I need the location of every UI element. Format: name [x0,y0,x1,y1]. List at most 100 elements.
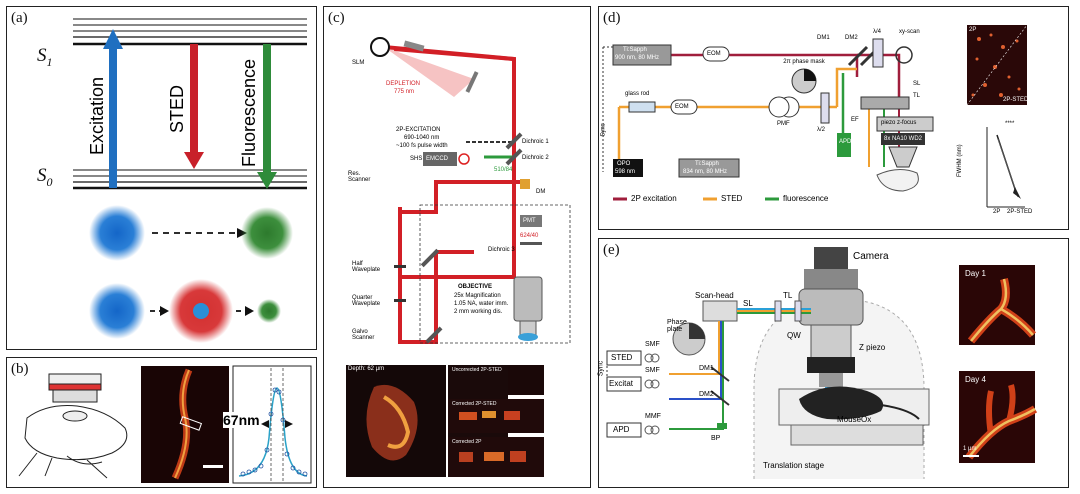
dichroic1-label: Dichroic 1 [522,139,549,145]
excitation-label: Excitat [609,379,634,388]
sync-label: Sync [600,123,607,137]
panel-a: (a) S1 S0 Excitation STED Fluorescence [6,6,317,350]
pmt-box [520,215,542,227]
bp-label: BP [711,435,721,442]
x-label-2psted: 2P-STED [1007,209,1033,215]
mmf-label: MMF [645,413,661,420]
quarter-waveplate-label: Quarter Waveplate [352,295,381,307]
filter-624: 624/40 [520,233,539,239]
dm1-label: DM1 [817,35,830,41]
significance: **** [1005,121,1015,127]
qw-label: QW [787,331,801,340]
legend-sted: STED [721,194,743,203]
camera-box [814,247,848,269]
apd-label: APD [613,425,630,434]
scan-head-label: Scan-head [695,291,734,300]
panel-e: (e) Camera Scan-head SL TL Phase plate Q… [597,238,1069,488]
smf2-label: SMF [645,367,660,374]
sync-label: Sync [597,360,605,377]
shs-label: SHS [410,156,423,162]
objective-wd: 2 mm working dis. [454,309,503,315]
tl-label: TL [783,291,793,300]
panel-label: (e) [603,242,620,258]
objective-icon [513,276,543,322]
panel-b: (b) 67nm [6,357,317,488]
dichroic3-label: Dichroic 3 [488,247,515,253]
pulse-width: ~100 fs pulse width [396,143,448,149]
objective-na: 1.05 NA, water imm. [454,301,509,307]
depletion-label: DEPLETION [386,81,421,87]
apd-box [606,422,642,438]
panel-d-figure [602,24,1028,223]
mouse-label: MouseOx [837,415,872,424]
laser2-line1: Ti:Sapph [695,161,719,167]
res-scanner-label: Res. Scanner [348,171,371,183]
legend-fluorescence: fluorescence [783,194,829,203]
translation-stage-label: Translation stage [763,461,825,470]
apd-box [837,133,851,157]
lambda2-label: λ/2 [817,127,826,133]
depth-label: Depth: 62 µm [348,366,385,372]
uncorrected-label: Uncorrected 2P-STED [452,367,502,373]
dm2-label: DM2 [845,35,858,41]
excitation-spot-2 [89,283,145,339]
objective-mag: 25x Magnification [454,293,501,299]
beam-path [617,53,901,167]
panel-a-figure [73,18,307,343]
fwhm-axis-label: FWHM (nm) [957,144,963,177]
dichroic2-label: Dichroic 2 [522,155,549,161]
ef-label: EF [851,117,859,123]
objective-label: 8x NA10 WD2 [884,136,923,142]
depletion-wl: 775 nm [394,89,415,95]
opo-line1: OPO [617,161,631,167]
objective-box [881,133,925,145]
piezo-box [876,116,934,132]
day1-image [959,265,1035,345]
panel-label: (a) [11,10,28,26]
sl-label: SL [743,299,753,308]
day4-label: Day 4 [965,375,986,384]
s1-label: S1 [37,45,53,69]
fluorescence-arrow [257,44,277,189]
glass-rod [628,101,656,113]
eom2-label: EOM [675,104,689,110]
panel-c: (c) SLM DEPLETION 775 nm 2P-EXCITATION 6… [323,6,591,488]
corrected-label: Corrected 2P-STED [452,401,497,407]
lambda4-label: λ/4 [873,29,882,35]
excitation-2p-label: 2P-EXCITATION [396,127,441,133]
laser1-box [612,44,672,66]
pmt-label: PMT [523,218,536,224]
laser1-line1: Ti:Sapph [623,47,647,53]
panel-e-figure [606,247,1038,479]
xyscan-label: xy-scan [899,29,920,35]
apd-label: APD [839,139,852,145]
x-label-2p: 2P [993,209,1001,215]
panel-label: (d) [603,10,621,26]
panel-b-figure [18,365,312,484]
laser2-box [678,158,740,178]
slm-label: SLM [352,60,365,66]
laser2-line2: 834 nm, 80 MHz [683,169,728,175]
sted-label: STED [167,84,187,133]
image-label-2p: 2P [969,27,977,33]
laser1-line2: 900 nm, 80 MHz [615,55,660,61]
day1-label: Day 1 [965,269,986,278]
dm-icon [520,179,530,189]
fluorescence-label: Fluorescence [239,58,259,167]
excitation-arrow [103,29,123,188]
emccd-box [423,152,457,166]
eom-label: EOM [707,51,721,57]
fwhm-label: 67nm [223,412,260,428]
sted-label: STED [611,353,633,362]
corrected-2p-label: Corrected 2P [452,439,482,445]
camera-label: Camera [853,251,889,262]
sted-arrow [184,44,204,169]
galvo-scanner-label: Galvo Scanner [352,329,375,341]
dm1-label: DM1 [699,365,714,372]
opo-box [613,159,643,177]
slm-icon [370,37,390,57]
eom-box [702,46,730,62]
panel-c-figure [346,37,571,477]
excitation-label: Excitation [87,76,107,155]
objective-label: OBJECTIVE [458,284,493,290]
